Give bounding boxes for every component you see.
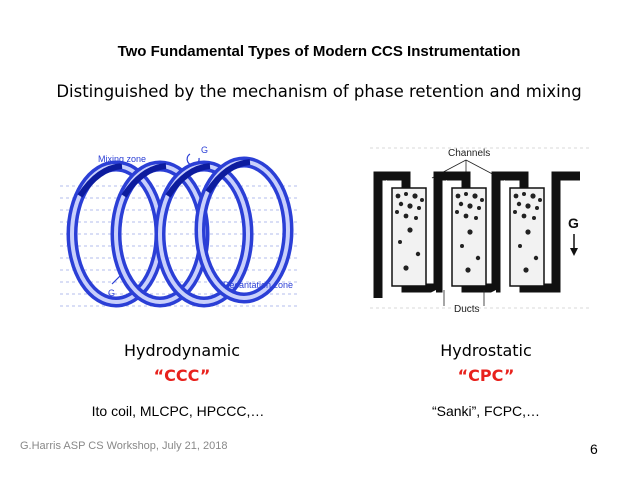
ducts-label: Ducts <box>454 304 480 314</box>
footer-text: G.Harris ASP CS Workshop, July 21, 2018 <box>20 440 228 452</box>
slide-subtitle: Distinguished by the mechanism of phase … <box>56 82 582 101</box>
mixing-zone-label: Mixing zone <box>98 154 146 164</box>
ccc-label: “CCC” <box>153 366 211 385</box>
rotation-arrow-icon <box>186 153 200 166</box>
channels-label: Channels <box>448 148 490 159</box>
hydrodynamic-label: Hydrodynamic <box>123 341 241 360</box>
g-bottom-label: G <box>108 288 115 298</box>
chamber-diagram: Channels G Ducts <box>370 147 592 314</box>
g-top-label: G <box>201 145 208 155</box>
g-arrow-icon <box>111 275 121 285</box>
hydrostatic-label: Hydrostatic <box>440 341 532 360</box>
decantation-zone-label: Decantation zone <box>223 280 293 290</box>
slide-title: Two Fundamental Types of Modern CCS Inst… <box>117 43 521 60</box>
gravity-arrow-icon <box>570 248 578 256</box>
page-number: 6 <box>590 441 598 457</box>
ccc-examples: Ito coil, MLCPC, HPCCC,… <box>91 403 265 419</box>
cpc-examples: “Sanki”, FCPC,… <box>431 403 541 419</box>
g-label: G <box>568 215 579 231</box>
cpc-label: “CPC” <box>457 366 515 385</box>
coil-diagram: Mixing zone G Decantation zone G <box>60 145 298 308</box>
